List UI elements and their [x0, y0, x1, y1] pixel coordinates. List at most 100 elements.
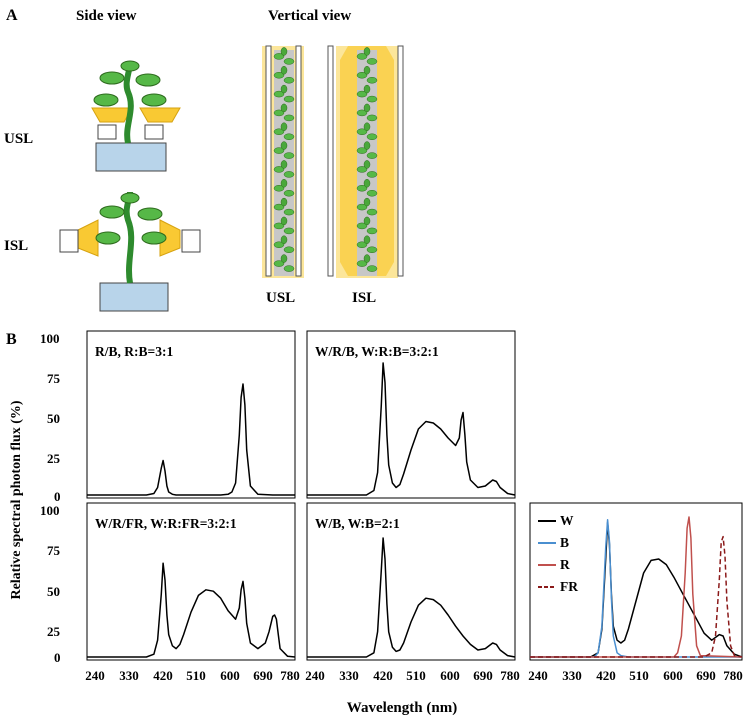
- plant-leaf: [356, 109, 368, 117]
- series-line-spectrum: [87, 383, 295, 496]
- x-tick-label: 780: [723, 668, 743, 683]
- isl-stem: [123, 191, 135, 284]
- plant-leaf: [283, 171, 295, 178]
- plot-frame: [86, 330, 296, 499]
- plant-leaf: [363, 103, 371, 113]
- plot-frame: [306, 502, 516, 661]
- plant-leaf: [363, 84, 371, 94]
- x-tick-label: 240: [305, 668, 325, 683]
- y-ticks-top: 100 75 50 25 0: [40, 331, 61, 504]
- plant-leaf: [280, 216, 288, 226]
- plant-leaf: [356, 72, 368, 79]
- plant-leaf: [363, 179, 371, 188]
- x-tick-label: 420: [596, 668, 616, 683]
- usl-light-beam-left: [91, 107, 133, 123]
- y-tick-label: 100: [40, 503, 60, 518]
- series-line-fr: [530, 535, 743, 658]
- plant-leaf: [273, 185, 285, 192]
- y-axis-label: Relative spectral photon flux (%): [9, 400, 24, 599]
- usl-pot: [95, 142, 167, 172]
- vertical-label-isl: ISL: [352, 290, 376, 306]
- plant-leaf: [283, 133, 295, 140]
- plant-leaf: [273, 260, 285, 267]
- series-line-b: [530, 519, 742, 658]
- plant-leaf: [273, 222, 285, 230]
- x-ticks-chart-5: 240 330 420 510 600 690 780: [528, 668, 743, 683]
- plant-leaf: [280, 103, 288, 113]
- chart-title: W/R/FR, W:R:FR=3:2:1: [95, 516, 237, 531]
- y-tick-label: 25: [47, 624, 61, 639]
- plant-leaf: [280, 141, 288, 150]
- plant-leaf: [363, 160, 371, 169]
- plant-leaf: [280, 235, 288, 244]
- isl-side-illustration: [59, 191, 201, 312]
- plant-leaf: [366, 114, 378, 122]
- x-tick-label: 600: [663, 668, 683, 683]
- plant-leaf: [273, 147, 285, 154]
- plant-leaf: [280, 66, 288, 75]
- isl-light-beam-left: [77, 219, 99, 257]
- plot-frame: [306, 330, 516, 499]
- isl-lamp-left: [59, 229, 79, 253]
- plant-leaf: [273, 203, 285, 211]
- plot-frame: [529, 502, 743, 661]
- series-line-r: [530, 516, 743, 658]
- plant-leaf: [356, 90, 368, 98]
- x-tick-label: 420: [153, 668, 173, 683]
- plant-leaf: [273, 90, 285, 98]
- usl-lamp-bar-right: [295, 45, 302, 277]
- x-tick-label: 600: [220, 668, 240, 683]
- plant-leaf: [273, 128, 285, 135]
- y-tick-label: 50: [47, 584, 60, 599]
- plant-leaf: [283, 152, 295, 159]
- x-tick-label: 690: [696, 668, 716, 683]
- x-ticks-chart-4: 240 330 420 510 600 690 780: [305, 668, 520, 683]
- plant-leaf: [283, 77, 295, 84]
- chart-title: W/B, W:B=2:1: [315, 516, 400, 531]
- plant-leaf: [363, 122, 371, 131]
- plant-leaf: [356, 147, 368, 154]
- legend-label: B: [560, 535, 569, 550]
- plant-leaf: [273, 53, 285, 60]
- x-tick-label: 510: [629, 668, 649, 683]
- plant-leaf: [356, 260, 368, 267]
- spectrum-chart-wrb: W/R/B, W:R:B=3:2:1: [306, 330, 516, 499]
- plant-leaf: [283, 227, 295, 235]
- x-tick-label: 690: [473, 668, 493, 683]
- plant-leaf: [283, 208, 295, 216]
- usl-stem: [123, 61, 134, 144]
- legend-label: W: [560, 513, 574, 528]
- usl-lamp-bar-left: [265, 45, 272, 277]
- usl-leaf: [120, 60, 140, 72]
- row-label-isl: ISL: [4, 238, 28, 254]
- usl-leaf: [93, 93, 119, 107]
- plant-leaf: [363, 47, 371, 56]
- y-ticks-bottom: 100 75 50 25 0: [40, 503, 61, 665]
- x-ticks-chart-3: 240 330 420 510 600 690 780: [85, 668, 300, 683]
- plant-leaf: [366, 208, 378, 216]
- plant-leaf: [363, 235, 371, 244]
- plant-leaf: [366, 95, 378, 103]
- plant-leaf: [366, 227, 378, 235]
- y-tick-label: 100: [40, 331, 60, 346]
- plant-leaf: [283, 95, 295, 103]
- y-tick-label: 0: [54, 489, 61, 504]
- plant-leaf: [273, 241, 285, 248]
- side-view-title: Side view: [76, 8, 137, 24]
- plant-leaf: [283, 58, 295, 65]
- chart-title: W/R/B, W:R:B=3:2:1: [315, 344, 439, 359]
- x-tick-label: 240: [528, 668, 548, 683]
- plot-frame: [86, 502, 296, 661]
- vertical-view-usl: [262, 45, 304, 278]
- plant-leaf: [280, 47, 288, 56]
- usl-leaf: [99, 71, 125, 85]
- plant-leaf: [280, 160, 288, 169]
- usl-leaf: [135, 73, 161, 87]
- series-line-spectrum: [87, 562, 296, 658]
- plant-leaf: [283, 265, 295, 272]
- plant-leaf: [280, 122, 288, 131]
- chart-title: R/B, R:B=3:1: [95, 344, 173, 359]
- plant-leaf: [356, 166, 368, 173]
- plant-leaf: [366, 171, 378, 178]
